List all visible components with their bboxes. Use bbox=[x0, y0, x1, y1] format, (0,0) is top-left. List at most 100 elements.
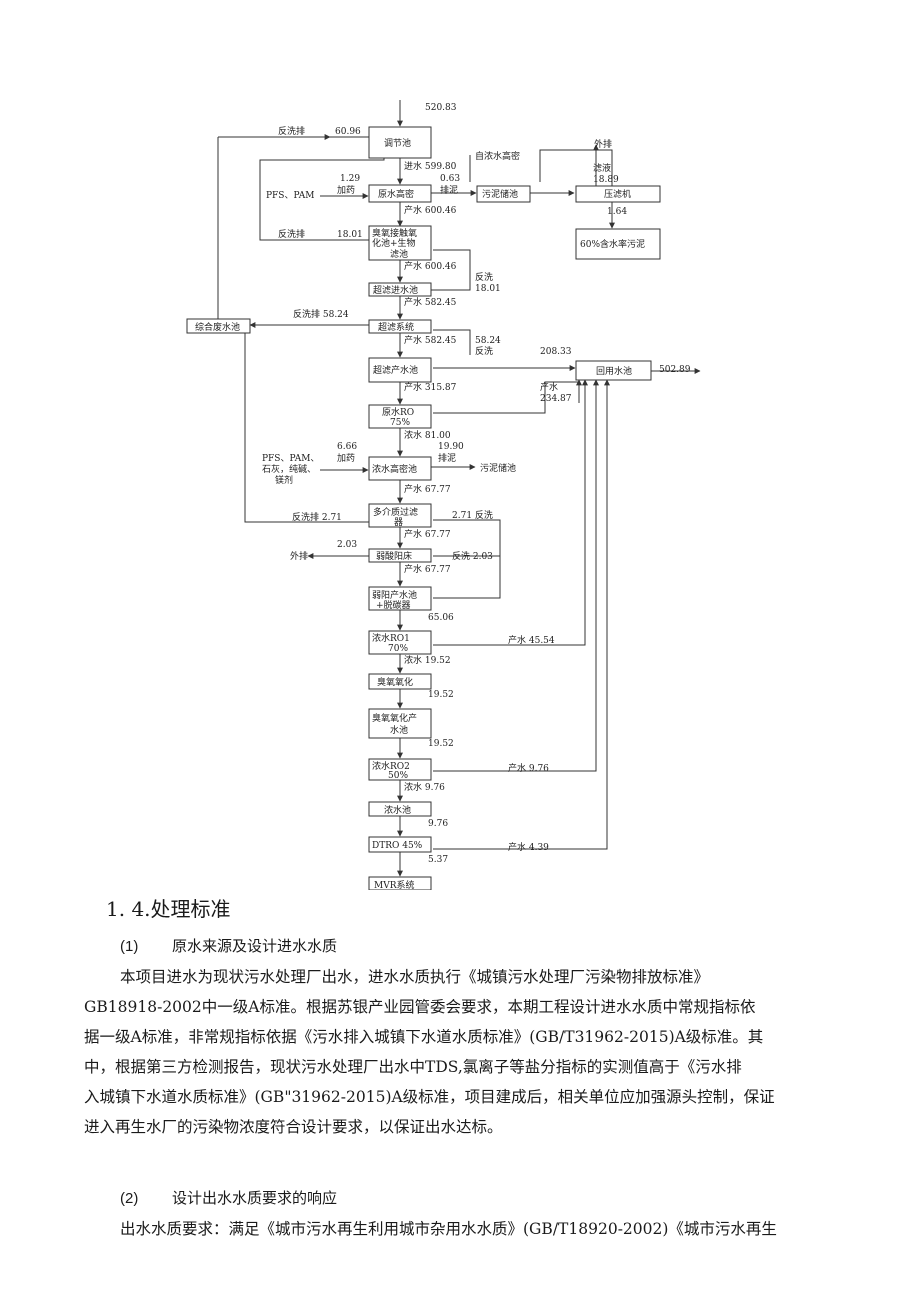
box-chaolv-chanshui: 超滤产水池 bbox=[373, 364, 418, 376]
box-duojie-l2: 器 bbox=[394, 517, 403, 528]
label-paini-1: 排泥 bbox=[440, 184, 458, 196]
subsection-1: (1) 原水来源及设计进水水质 bbox=[120, 935, 337, 956]
box-wuni-1: 污泥储池 bbox=[482, 188, 518, 200]
label-pfs-2c: 镁剂 bbox=[275, 474, 293, 486]
subsection-1-number: (1) bbox=[120, 938, 139, 955]
label-fanxi-4: 反洗排 58.24 bbox=[293, 308, 349, 320]
label-chanshui-6777a: 产水 67.77 bbox=[404, 483, 451, 495]
label-in-flow: 520.83 bbox=[425, 103, 457, 113]
label-chanshui-60046a: 产水 600.46 bbox=[404, 204, 457, 216]
box-chouyang-l3: 滤池 bbox=[390, 248, 408, 260]
label-1952a: 19.52 bbox=[428, 690, 454, 700]
paragraph-1-line-1: 本项目进水为现状污水处理厂出水，进水水质执行《城镇污水处理厂污染物排放标准》 bbox=[120, 968, 710, 986]
subsection-2-title: 设计出水水质要求的响应 bbox=[172, 1189, 338, 1207]
label-666: 6.66 bbox=[337, 442, 357, 452]
label-fanxi-203: 反洗 2.03 bbox=[452, 550, 493, 562]
box-ro2-l2: 50% bbox=[388, 771, 408, 781]
label-063: 0.63 bbox=[440, 174, 460, 184]
label-nongshui-1952: 浓水 19.52 bbox=[404, 654, 451, 666]
label-lvye: 滤液 bbox=[593, 162, 611, 174]
paragraph-1-line-2: GB18918-2002中一级A标准。根据苏银产业园管委会要求，本期工程设计进水… bbox=[84, 998, 756, 1016]
label-6096: 60.96 bbox=[335, 127, 361, 137]
box-duojie-l1: 多介质过滤 bbox=[373, 506, 418, 518]
label-fanxi-271b: 2.71 反洗 bbox=[452, 509, 493, 521]
paragraph-2-line-1: 出水水质要求：满足《城市污水再生利用城市杂用水水质》(GB/T18920-200… bbox=[120, 1220, 777, 1238]
box-yuanshui-ro-l1: 原水RO bbox=[382, 406, 414, 418]
label-chanshui-234: 产水 bbox=[540, 381, 558, 393]
box-dtro: DTRO 45% bbox=[372, 841, 423, 851]
label-chanshui-4554: 产水 45.54 bbox=[508, 634, 555, 646]
box-ruosuan: 弱酸阳床 bbox=[376, 550, 412, 562]
paragraph-2: 出水水质要求：满足《城市污水再生利用城市杂用水水质》(GB/T18920-200… bbox=[120, 1214, 810, 1244]
paragraph-1: 本项目进水为现状污水处理厂出水，进水水质执行《城镇污水处理厂污染物排放标准》 G… bbox=[84, 962, 810, 1142]
side-connectors bbox=[217, 128, 701, 850]
section-heading: 1. 4.处理标准 bbox=[106, 897, 231, 921]
label-6506: 65.06 bbox=[428, 613, 454, 623]
subsection-1-title: 原水来源及设计进水水质 bbox=[172, 937, 338, 955]
label-fanxi-3: 反洗 bbox=[475, 271, 493, 283]
box-chouyang-l2: 化池+生物 bbox=[372, 237, 416, 249]
label-fanxi-2: 反洗排 bbox=[278, 228, 305, 240]
label-203: 2.03 bbox=[337, 540, 357, 550]
box-yalvji: 压滤机 bbox=[604, 188, 631, 200]
box-ro2-l1: 浓水RO2 bbox=[372, 760, 410, 772]
label-chanshui-60046b: 产水 600.46 bbox=[404, 260, 457, 272]
label-pfs-2a: PFS、PAM、 bbox=[262, 454, 319, 464]
label-fanxi-271a: 反洗排 2.71 bbox=[292, 511, 342, 523]
box-nongshui-chi: 浓水池 bbox=[384, 804, 411, 816]
box-huiyong: 回用水池 bbox=[596, 365, 632, 377]
box-yuanshui-gaomi: 原水高密 bbox=[378, 188, 414, 200]
label-fanxi-1: 反洗排 bbox=[278, 125, 305, 137]
box-chaolv-jinshui: 超滤进水池 bbox=[373, 284, 418, 296]
label-chanshui-58245b: 产水 582.45 bbox=[404, 334, 457, 346]
box-nongshui-gaomi: 浓水高密池 bbox=[372, 463, 417, 475]
label-fanxi-5: 反洗 bbox=[475, 345, 493, 357]
label-chanshui-31587: 产水 315.87 bbox=[404, 381, 457, 393]
box-tiaojie: 调节池 bbox=[384, 137, 411, 149]
label-23487: 234.87 bbox=[540, 394, 572, 404]
label-waipai-2: 外排 bbox=[290, 550, 308, 562]
label-waipai-1: 外排 bbox=[594, 138, 612, 150]
label-5824: 58.24 bbox=[475, 336, 501, 346]
flow-labels: 520.83 反洗排 60.96 进水 599.80 1.29 加药 PFS、P… bbox=[262, 103, 691, 865]
subsection-2: (2)设计出水水质要求的响应 bbox=[120, 1187, 337, 1208]
label-chanshui-6777c: 产水 67.77 bbox=[404, 563, 451, 575]
label-jiayao-2: 加药 bbox=[337, 453, 355, 464]
box-chouyang-yh: 臭氧氧化 bbox=[377, 676, 413, 688]
label-164: 1.64 bbox=[607, 207, 627, 217]
label-976: 9.76 bbox=[428, 819, 448, 829]
label-50289: 502.89 bbox=[659, 365, 691, 375]
label-jiayao-1: 加药 bbox=[337, 185, 355, 196]
process-flow-diagram: 调节池 原水高密 臭氧接触氧 化池+生物 滤池 超滤进水池 综合废水池 超滤系统… bbox=[186, 100, 701, 890]
label-1801a: 18.01 bbox=[337, 230, 363, 240]
label-nongshui-976: 浓水 9.76 bbox=[404, 781, 445, 793]
paragraph-1-line-6: 进入再生水厂的污染物浓度符合设计要求，以保证出水达标。 bbox=[84, 1118, 503, 1136]
process-boxes: 调节池 原水高密 臭氧接触氧 化池+生物 滤池 超滤进水池 综合废水池 超滤系统… bbox=[186, 126, 661, 890]
label-1990: 19.90 bbox=[438, 442, 464, 452]
box-ruoyang-l1: 弱阳产水池 bbox=[372, 589, 417, 601]
label-20833: 208.33 bbox=[540, 347, 572, 357]
label-chanshui-58245a: 产水 582.45 bbox=[404, 296, 457, 308]
label-paini-2: 排泥 bbox=[438, 452, 456, 464]
box-chouyang-cs-l1: 臭氧氧化产 bbox=[372, 712, 417, 724]
box-chouyang-cs-l2: 水池 bbox=[390, 724, 408, 736]
label-chanshui-439: 产水 4.39 bbox=[508, 841, 549, 853]
label-1801b: 18.01 bbox=[475, 284, 501, 294]
box-wuni-2: 污泥储池 bbox=[480, 462, 516, 474]
box-ruoyang-l2: +脱碳器 bbox=[376, 599, 411, 611]
box-chaolv-xitong: 超滤系统 bbox=[378, 321, 414, 333]
box-zonghe-fei: 综合废水池 bbox=[195, 321, 240, 333]
label-pfs-2b: 石灰，纯碱、 bbox=[262, 463, 316, 475]
box-chouyang-l1: 臭氧接触氧 bbox=[372, 227, 417, 239]
label-129: 1.29 bbox=[340, 174, 360, 184]
label-zi-nongshui: 自浓水高密 bbox=[475, 150, 520, 162]
label-1889: 18.89 bbox=[593, 175, 619, 185]
box-ro1-l2: 70% bbox=[388, 644, 408, 654]
label-nongshui-8100: 浓水 81.00 bbox=[404, 429, 451, 441]
paragraph-1-line-4: 中，根据第三方检测报告，现状污水处理厂出水中TDS,氯离子等盐分指标的实测值高于… bbox=[84, 1058, 742, 1076]
label-1952b: 19.52 bbox=[428, 739, 454, 749]
box-mvr: MVR系统 bbox=[374, 879, 415, 890]
box-ro1-l1: 浓水RO1 bbox=[372, 632, 410, 644]
label-jinshui-1: 进水 599.80 bbox=[404, 160, 457, 172]
label-chanshui-976: 产水 9.76 bbox=[508, 762, 549, 774]
